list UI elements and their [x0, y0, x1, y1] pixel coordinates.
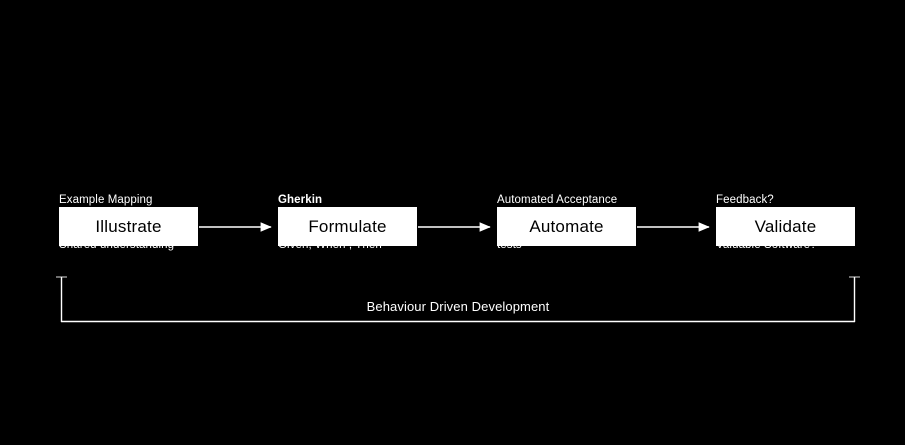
- caption-line: Feedback?: [716, 194, 774, 206]
- caption-line: Automated Acceptance: [497, 194, 618, 206]
- stage-box-formulate[interactable]: Formulate: [278, 207, 417, 246]
- stage-box-label: Illustrate: [95, 216, 162, 236]
- stage-box-illustrate[interactable]: Illustrate: [59, 207, 198, 246]
- stage-box-label: Automate: [529, 216, 604, 236]
- caption-line: Example Mapping: [59, 194, 153, 206]
- caption-line: Gherkin: [278, 194, 323, 206]
- stage-box-label: Formulate: [308, 216, 387, 236]
- stage-box-automate[interactable]: Automate: [497, 207, 636, 246]
- stage-box-validate[interactable]: Validate: [716, 207, 855, 246]
- stage-box-label: Validate: [754, 216, 817, 236]
- bdd-bracket-label: Behaviour Driven Development: [366, 299, 550, 314]
